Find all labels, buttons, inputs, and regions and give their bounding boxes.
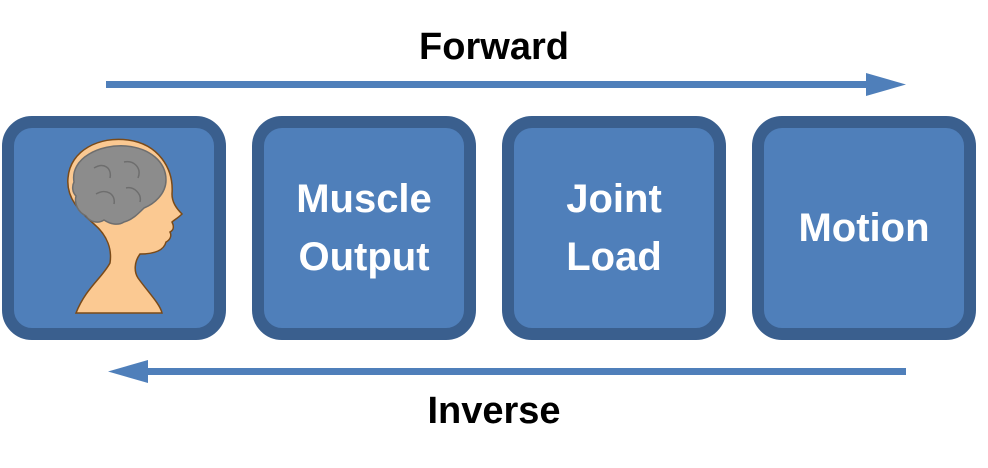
box-label: Motion: [798, 206, 930, 250]
forward-arrow: [106, 73, 906, 96]
box-motion: Motion: [752, 116, 976, 340]
box-label: Muscle Output: [296, 177, 432, 279]
box-muscle-output: Muscle Output: [252, 116, 476, 340]
box-joint-load: Joint Load: [502, 116, 726, 340]
box-human-brain: [2, 116, 226, 340]
human-head-brain-icon: [67, 138, 184, 314]
box-label: Joint Load: [566, 177, 662, 279]
forward-label: Forward: [419, 26, 569, 68]
inverse-arrow: [108, 360, 906, 383]
inverse-label: Inverse: [427, 390, 561, 432]
